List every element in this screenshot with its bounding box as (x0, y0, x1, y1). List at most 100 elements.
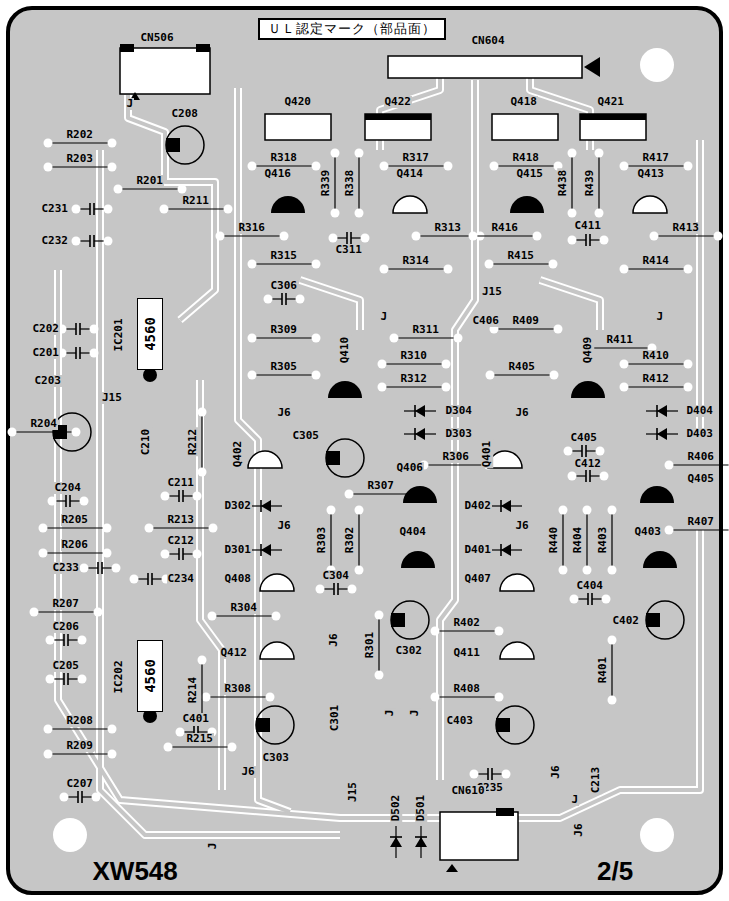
silkscreen-label: J (207, 842, 219, 851)
solder-pad (248, 162, 257, 171)
resistor-outline (52, 753, 108, 754)
solder-pad (248, 334, 257, 343)
solder-pad (568, 472, 577, 481)
resistor-outline (256, 165, 312, 166)
polarity-pad (646, 613, 660, 627)
silkscreen-label: D301 (224, 544, 253, 556)
solder-pad (684, 162, 693, 171)
resistor-outline (562, 514, 563, 566)
connector-outline (120, 48, 210, 94)
silkscreen-label: CN506 (140, 32, 175, 44)
solder-pad (46, 636, 55, 645)
capacitor-plate (67, 634, 69, 646)
capacitor-lead (169, 495, 179, 496)
solder-pad (90, 349, 99, 358)
resistor-outline (122, 188, 178, 189)
solder-pad (80, 497, 89, 506)
silkscreen-label: R308 (224, 683, 253, 695)
solder-pad (248, 260, 257, 269)
resistor-outline (386, 386, 442, 387)
capacitor-plate (101, 562, 103, 574)
solder-pad (266, 693, 275, 702)
solder-pad (103, 524, 112, 533)
transistor-package (580, 114, 646, 140)
solder-pad (331, 149, 340, 158)
solder-pad (554, 325, 563, 334)
diode-bar (415, 836, 427, 838)
solder-pad (39, 524, 48, 533)
solder-pad (160, 205, 169, 214)
solder-pad (583, 566, 592, 575)
silkscreen-label: C405 (570, 432, 599, 444)
solder-pad (608, 696, 617, 705)
polarity-pad (256, 718, 270, 732)
silkscreen-label: C233 (52, 562, 81, 574)
capacitor-plate (182, 490, 184, 502)
silkscreen-label: J6 (277, 520, 292, 532)
diode-symbol (415, 428, 425, 440)
silkscreen-label: R339 (320, 169, 332, 198)
silkscreen-label: R410 (642, 350, 671, 362)
capacitor-lead (80, 328, 90, 329)
solder-pad (380, 162, 389, 171)
silkscreen-label: R301 (364, 631, 376, 660)
solder-pad (44, 750, 53, 759)
solder-pad (412, 232, 421, 241)
capacitor-lead (272, 298, 282, 299)
capacitor-lead (183, 553, 193, 554)
solder-pad (550, 371, 559, 380)
transistor-outline (643, 551, 677, 568)
silkscreen-label: Q404 (399, 526, 428, 538)
capacitor-lead (68, 796, 78, 797)
resistor-outline (210, 696, 266, 697)
silkscreen-label: R438 (557, 169, 569, 198)
silkscreen-label: R203 (66, 153, 95, 165)
capacitor-lead (576, 475, 586, 476)
solder-pad (108, 750, 117, 759)
capacitor-lead (590, 239, 600, 240)
capacitor-plate (178, 548, 180, 560)
solder-pad (595, 149, 604, 158)
solder-pad (495, 693, 504, 702)
capacitor-plate (63, 634, 65, 646)
silkscreen-label: R413 (672, 222, 701, 234)
connector-tab (496, 808, 514, 816)
solder-pad (620, 383, 629, 392)
silkscreen-label: C406 (472, 315, 501, 327)
silkscreen-label: J6 (549, 764, 561, 779)
capacitor-lead (94, 208, 104, 209)
silkscreen-label: R418 (512, 152, 541, 164)
capacitor-plate (93, 235, 95, 247)
solder-pad (595, 209, 604, 218)
solder-pad (608, 566, 617, 575)
solder-pad (486, 371, 495, 380)
silkscreen-label: C202 (32, 323, 61, 335)
solder-pad (490, 162, 499, 171)
silkscreen-label: Q422 (384, 96, 413, 108)
silkscreen-label: C303 (262, 752, 291, 764)
resistor-outline (224, 235, 280, 236)
silkscreen-label: R208 (66, 715, 95, 727)
solder-pad (272, 612, 281, 621)
ic-part-number: 4560 (142, 659, 156, 693)
capacitor-lead (338, 588, 348, 589)
resistor-outline (498, 328, 554, 329)
silkscreen-label: R305 (270, 361, 299, 373)
capacitor-plate (89, 203, 91, 215)
silkscreen-label: CN610 (451, 785, 486, 797)
solder-pad (78, 636, 87, 645)
silkscreen-label: Q407 (464, 573, 493, 585)
capacitor-lead (337, 237, 347, 238)
capacitor-plate (97, 562, 99, 574)
diode-bar (656, 405, 658, 417)
resistor-outline (378, 619, 379, 671)
silkscreen-label: C207 (66, 778, 95, 790)
resistor-outline (494, 374, 550, 375)
solder-pad (103, 549, 112, 558)
solder-pad (485, 260, 494, 269)
resistor-outline (571, 157, 572, 209)
silkscreen-label: C204 (54, 482, 83, 494)
capacitor-lead (351, 237, 361, 238)
capacitor-lead (80, 240, 90, 241)
solder-pad (248, 371, 257, 380)
